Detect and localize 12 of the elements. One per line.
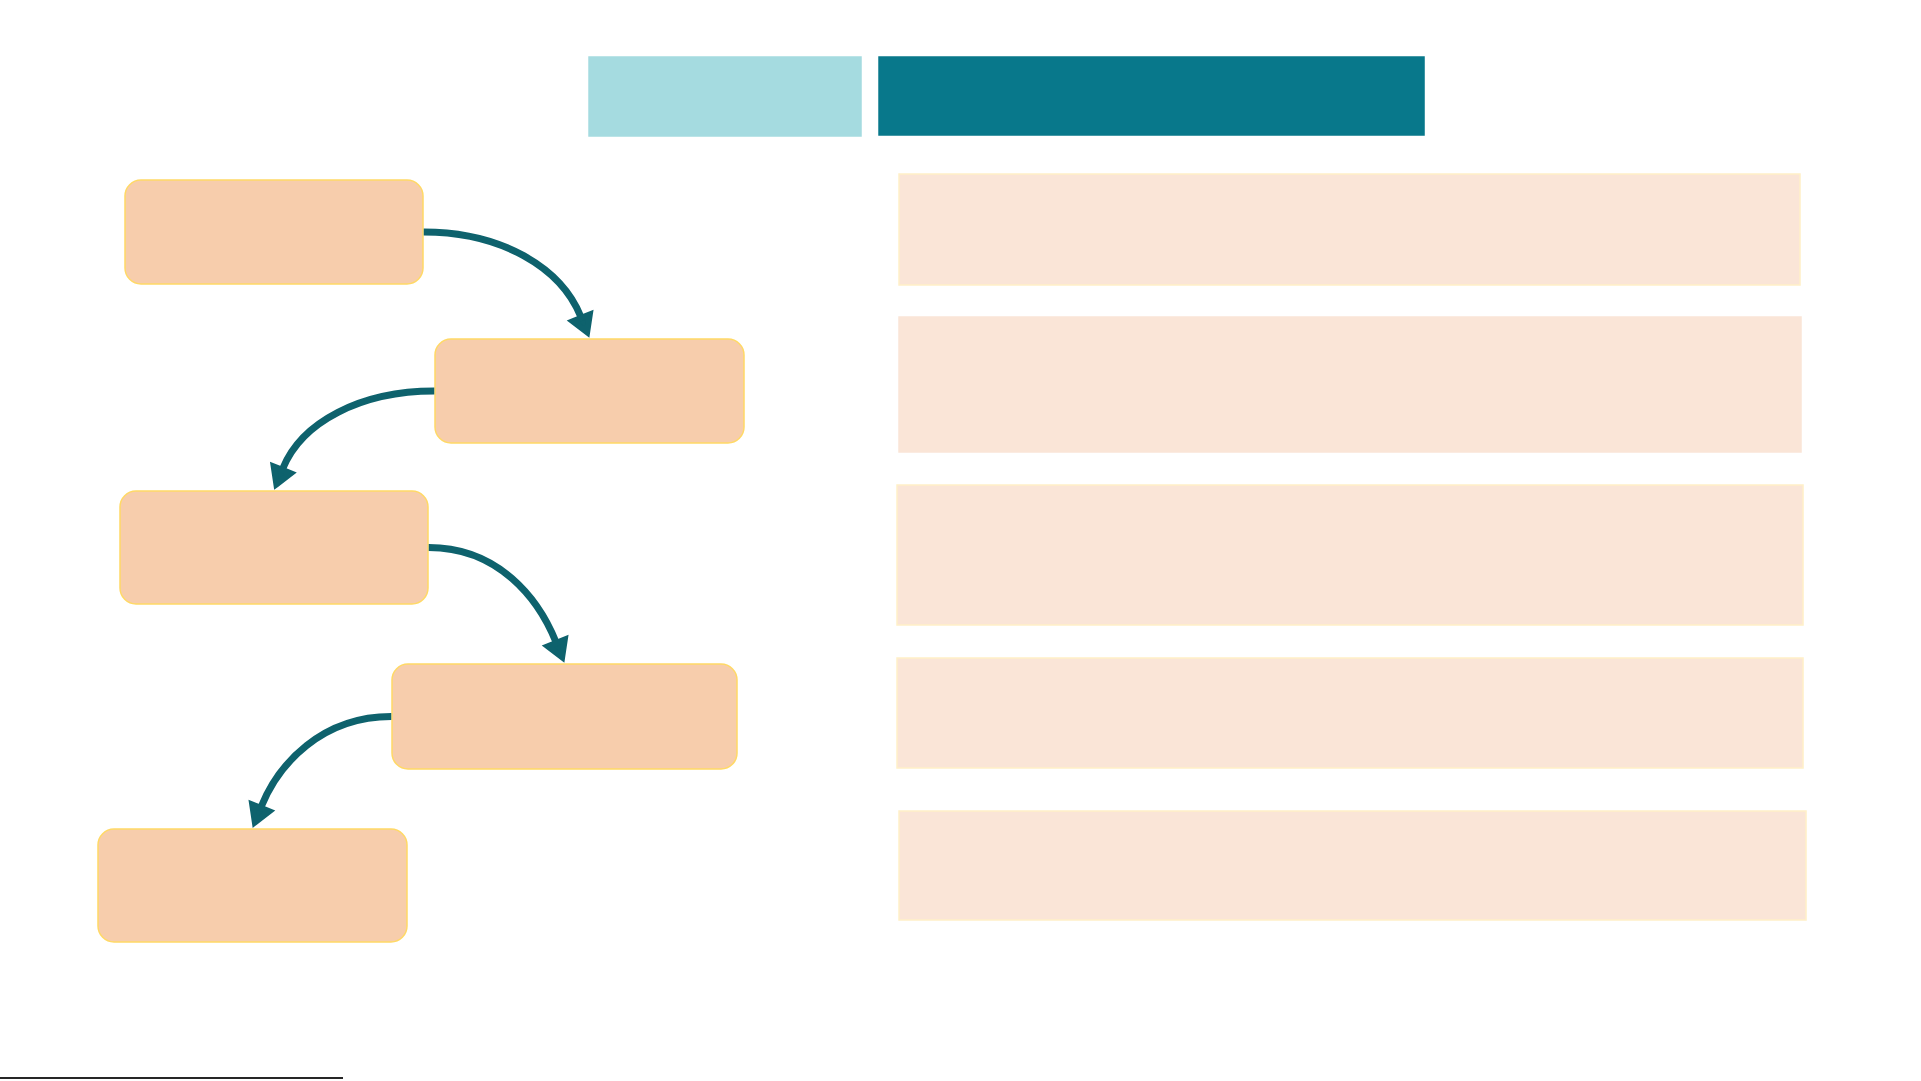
process-box xyxy=(97,828,408,943)
content-panel xyxy=(898,316,1802,453)
process-box xyxy=(391,663,738,770)
process-box xyxy=(434,338,745,444)
header-bar xyxy=(878,56,1425,136)
process-box xyxy=(124,179,424,285)
content-panel xyxy=(896,657,1804,769)
content-panel xyxy=(898,173,1801,286)
content-panel xyxy=(898,810,1807,921)
process-box xyxy=(119,490,429,605)
content-panel xyxy=(896,484,1804,626)
header-bar xyxy=(588,56,862,137)
